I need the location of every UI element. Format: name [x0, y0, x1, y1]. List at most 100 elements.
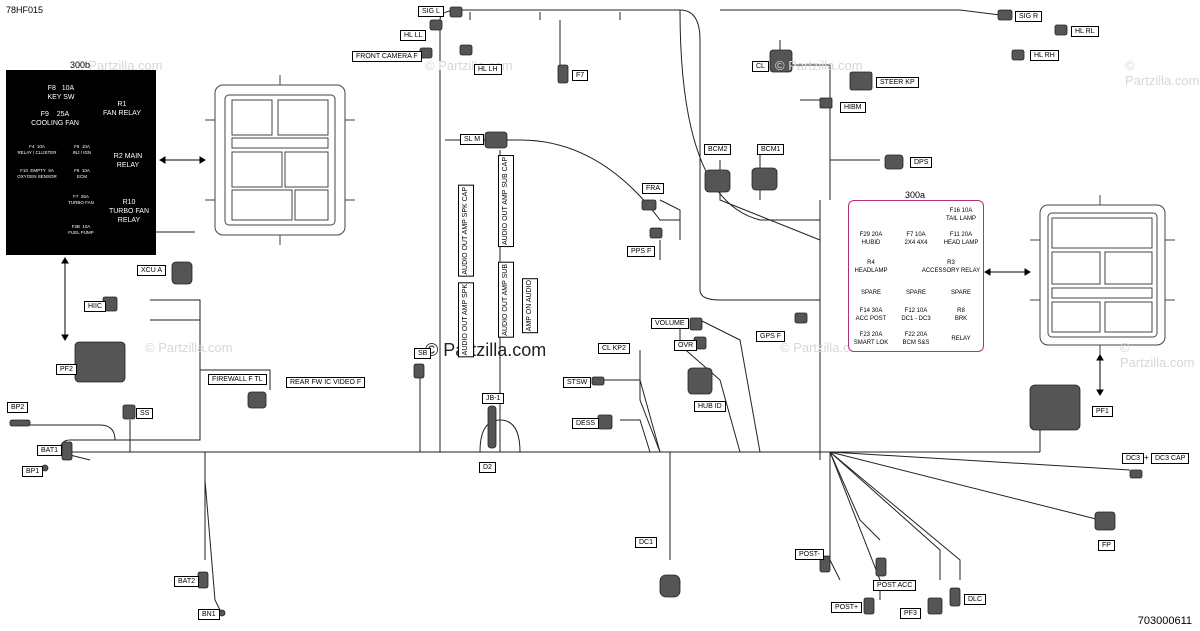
firewall-connector-icon [247, 391, 267, 409]
connector-post-acc: POST ACC [873, 580, 917, 591]
relay-label: R2 MAIN [113, 153, 143, 160]
cell-sub: BRK [954, 316, 968, 322]
connector-bcm2: BCM2 [704, 144, 732, 155]
gps-f-connector-icon [794, 312, 808, 324]
steer-kp-connector-icon [849, 71, 873, 91]
fuse-name: INJ / IGN [72, 150, 92, 155]
connector-hl-ll: HL LL [400, 30, 427, 41]
pf3-connector-icon [927, 597, 943, 615]
cell-sub: TAIL LAMP [945, 216, 976, 222]
fuse-name: TURBO FAN [68, 200, 94, 205]
bn1-terminal-icon [218, 609, 226, 617]
fuse-label: F7 [73, 194, 79, 199]
connector-sig-r: SIG R [1015, 11, 1043, 22]
relay-label: R10 [122, 199, 136, 206]
fuse-box-a-title: 300a [905, 190, 926, 200]
stsw-connector-icon [591, 376, 605, 386]
fuse-label: F8 [47, 85, 56, 92]
connector-cl-kp2: CL KP2 [598, 343, 630, 354]
connector-d2: D2 [479, 462, 496, 473]
bcm2-connector-icon [704, 169, 731, 193]
connector-post-plus: POST+ [831, 602, 863, 613]
fuse-rating: 10A [82, 224, 91, 229]
connector-hl-rh: HL RH [1030, 50, 1059, 61]
fuse-rating: 10A [81, 144, 90, 149]
fuse-name: RELAY / CLUSTER [17, 150, 57, 155]
audio-sub-label: AUDIO OUT AMP SUB [498, 262, 514, 338]
connector-post-minus: POST- [795, 549, 825, 560]
audio-spk-cap-label: AUDIO OUT AMP SPK CAP [458, 185, 474, 277]
audio-spk-label: AUDIO OUT AMP SPK [458, 282, 474, 358]
cell-sub: HEAD LAMP [943, 240, 979, 246]
hibm-connector-icon [819, 97, 833, 109]
watermark: © Partzilla.com [1125, 58, 1200, 88]
connector-bat1: BAT1 [37, 445, 62, 456]
f7-fuse-icon [557, 64, 569, 84]
fuse-label: F4 [29, 144, 35, 149]
volume-connector-icon [689, 317, 703, 331]
connector-hiic: HIIC [84, 301, 106, 312]
cell-sub: 2X4 4X4 [904, 240, 928, 246]
watermark: © Partzilla.com [75, 58, 163, 73]
cell-label: RELAY [951, 336, 971, 342]
sig-r-connector-icon [997, 9, 1013, 21]
bp2-terminal-icon [9, 419, 31, 427]
connector-stsw: STSW [563, 377, 592, 388]
connector-sig-l: SIG L [418, 6, 444, 17]
connector-ss: SS [136, 408, 154, 419]
bcm1-connector-icon [751, 167, 778, 191]
fuse-rating: 25A [80, 194, 89, 199]
connector-dc1: DC1 [635, 537, 658, 548]
cl-connector-icon [769, 49, 793, 73]
legend-arrows [61, 156, 1104, 396]
fuse-label: F6 [74, 168, 80, 173]
fuse-box-b-title: 300b [70, 60, 91, 70]
cell-label: SPARE [906, 290, 926, 296]
watermark: © Partzilla.com [775, 58, 863, 73]
relay-name: FAN RELAY [103, 110, 141, 117]
sb-connector-icon [413, 363, 425, 379]
connector-dps: DPS [910, 157, 933, 168]
post-acc-terminal-icon [875, 557, 887, 577]
connector-gps-f: GPS F [756, 331, 786, 342]
cell-label: F23 20A [859, 332, 883, 338]
cell-sub: BCM S&S [902, 340, 930, 346]
connector-bcm1: BCM1 [757, 144, 785, 155]
relay-name: RELAY [116, 162, 140, 169]
connector-steer-kp: STEER KP [876, 77, 919, 88]
fuse-rating: 25A [56, 111, 70, 118]
connector-bn1: BN1 [198, 609, 220, 620]
connector-pf1: PF1 [1092, 406, 1113, 417]
cell-label: R4 [867, 260, 875, 266]
dc3-connector-icon [1129, 469, 1143, 479]
cell-label: F7 10A [906, 232, 926, 238]
fuse-box-a-diagram [1030, 195, 1175, 355]
pf1-connector-icon [1029, 384, 1081, 431]
cell-sub: ACC POST [855, 316, 887, 322]
fuse-label: F3B [71, 224, 80, 229]
relay-name: TURBO FAN RELAY [108, 208, 150, 224]
connector-rear-fw-ic-video-f: REAR FW IC VIDEO F [286, 377, 366, 388]
cell-label: F14 30A [859, 308, 883, 314]
connector-ovr: OVR [674, 340, 698, 351]
watermark-main: © Partzilla.com [425, 340, 547, 360]
diagram-code: 78HF015 [6, 5, 44, 15]
bat2-terminal-icon [197, 571, 209, 589]
cell-label: F22 20A [904, 332, 928, 338]
fuse-box-b-legend: F8 10A KEY SW F9 25A COOLING FAN R1 FAN … [6, 70, 156, 255]
cell-sub: HEADLAMP [854, 268, 888, 274]
connector-fra: FRA [642, 183, 664, 194]
fuse-extra: EMPTY [30, 168, 46, 173]
watermark: © Partzilla.com [145, 340, 233, 355]
connector-sl-m: SL M [460, 134, 485, 145]
connector-f7: F7 [572, 70, 589, 81]
connector-bat2: BAT2 [174, 576, 199, 587]
cell-sub: SMART LOK [853, 340, 889, 346]
fra-connector-icon [641, 199, 657, 211]
fuse-label: F9 [40, 111, 49, 118]
sl-m-connector-icon [484, 131, 508, 149]
audio-sub-cap-label: AUDIO OUT AMP SUB CAP [498, 155, 514, 248]
connector-pf3: PF3 [900, 608, 921, 619]
